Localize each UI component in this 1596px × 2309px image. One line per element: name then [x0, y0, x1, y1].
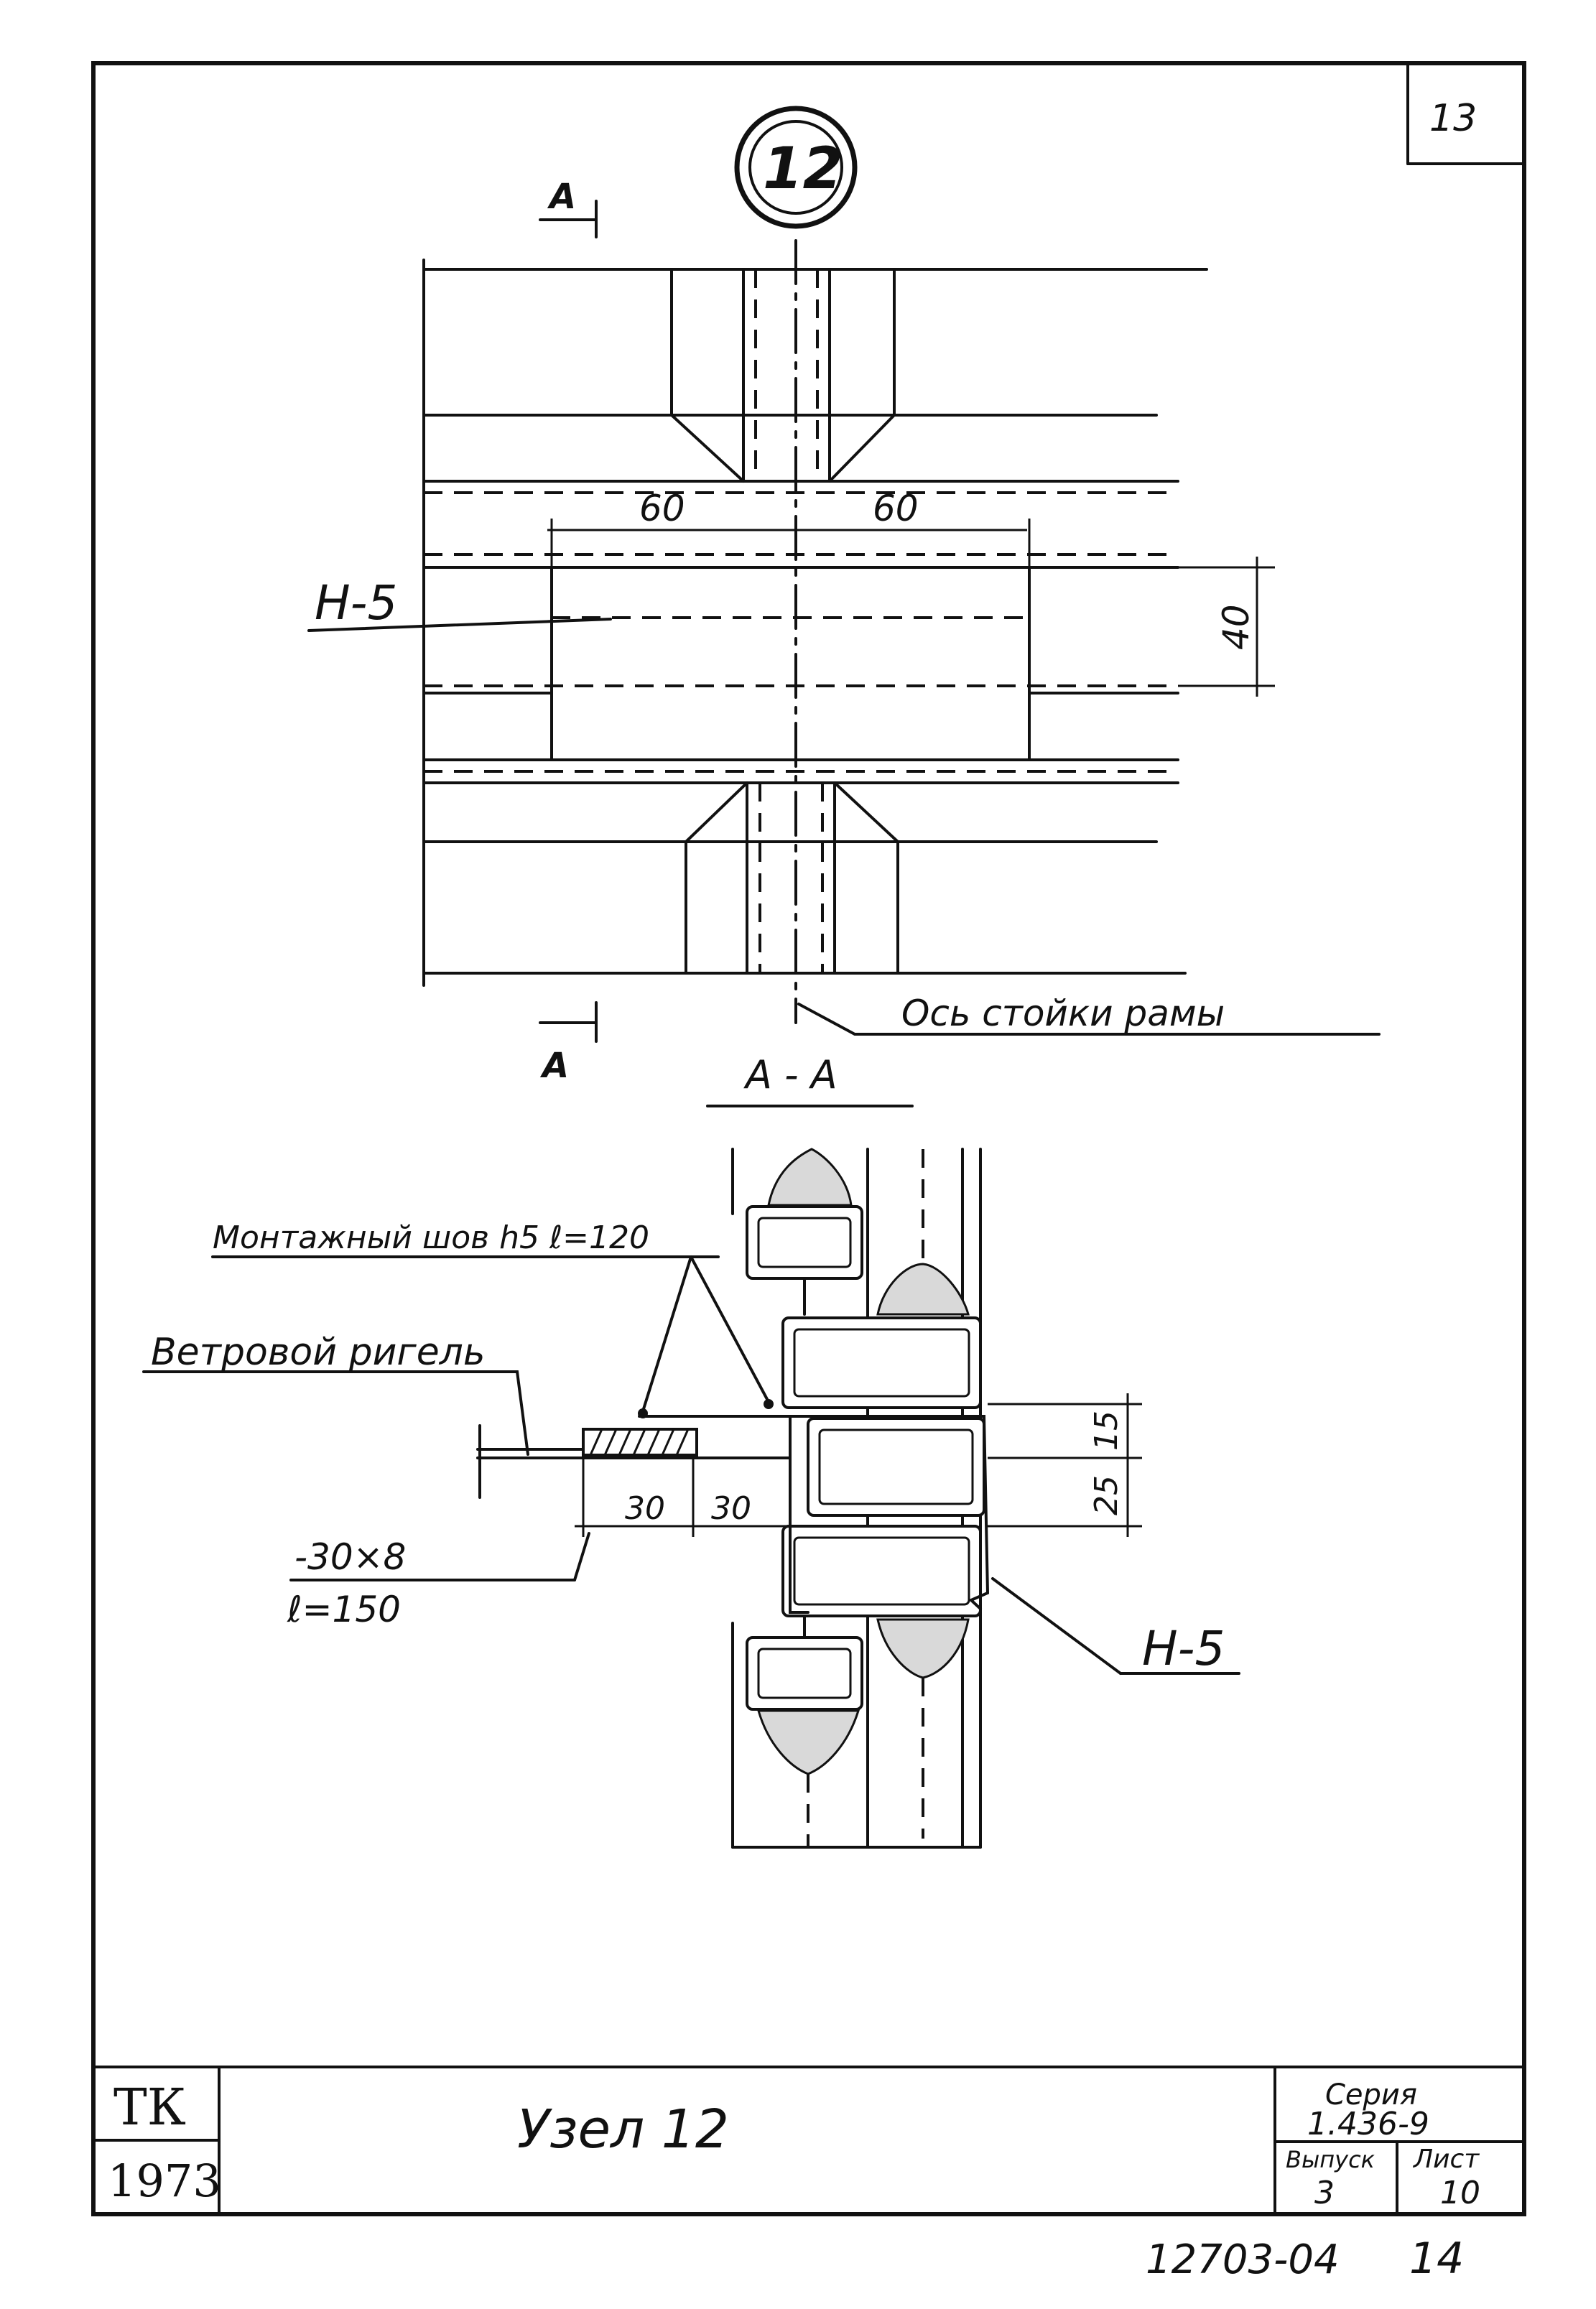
sheet-border [91, 61, 1526, 2216]
dim-60-left: 60 [639, 488, 685, 529]
weld-note: Монтажный шов h5 ℓ=120 [213, 1219, 649, 1256]
page-number: 14 [1409, 2234, 1464, 2284]
plan-plate-label: Н-5 [315, 575, 397, 631]
plan-view: А А [307, 177, 1381, 1086]
section-mark-bottom: А [539, 1001, 598, 1086]
series-label: Серия [1325, 2078, 1417, 2111]
title-block: ТК 1973 Узел 12 Серия 1.436-9 Выпуск 3 Л… [92, 2066, 1526, 2216]
section-mark-top: А [539, 177, 598, 238]
section-title: А - А [743, 1052, 838, 1097]
dim-25: 25 [1088, 1475, 1125, 1515]
corner-sheet-number: 13 [1429, 97, 1477, 140]
section-view: А - А [142, 1052, 1240, 1849]
org-code: ТК [113, 2078, 186, 2137]
wind-bar-label: Ветровой ригель [151, 1331, 486, 1374]
section-mark-top-label: А [547, 177, 576, 217]
dim-60-right: 60 [873, 488, 919, 529]
dim-40: 40 [1215, 604, 1257, 650]
doc-number: 12703-04 [1146, 2236, 1340, 2283]
axis-label: Ось стойки рамы [901, 993, 1225, 1034]
node-marker-number: 12 [763, 135, 843, 202]
strip-hatch [589, 1428, 690, 1456]
sheet-value: 10 [1440, 2175, 1480, 2211]
series-value: 1.436-9 [1307, 2106, 1429, 2142]
dim-30-a: 30 [625, 1490, 665, 1527]
strip-label-size: -30×8 [294, 1536, 406, 1578]
corner-sheet-box: 13 [1406, 62, 1526, 165]
dim-30-b: 30 [711, 1490, 751, 1527]
node-marker: 12 [734, 106, 858, 229]
strip-label-length: ℓ=150 [287, 1589, 401, 1630]
issue-label: Выпуск [1286, 2146, 1375, 2173]
drawing-title: Узел 12 [517, 2099, 729, 2160]
dim-15: 15 [1088, 1411, 1125, 1451]
section-plate-label: Н-5 [1142, 1621, 1225, 1676]
issue-value: 3 [1314, 2175, 1335, 2211]
sheet-label: Лист [1412, 2145, 1480, 2174]
org-year: 1973 [108, 2155, 221, 2207]
section-mark-bottom-label: А [539, 1046, 569, 1086]
